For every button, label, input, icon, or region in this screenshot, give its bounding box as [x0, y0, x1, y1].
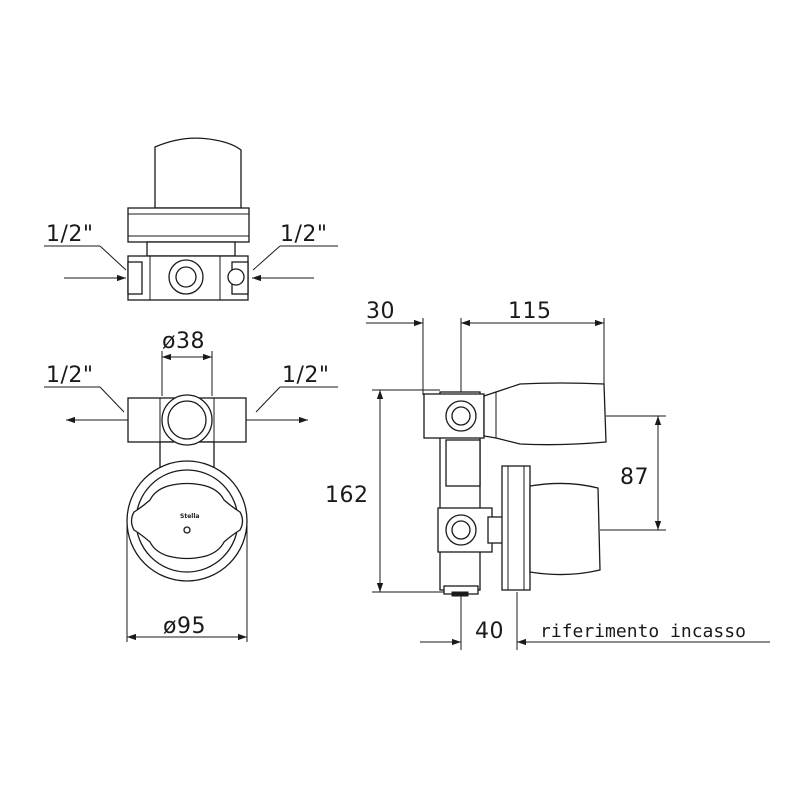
front-right-outlet-label: 1/2" [282, 363, 330, 388]
dim-87-label: 87 [620, 465, 649, 490]
front-left-outlet-label: 1/2" [46, 363, 94, 388]
dim-162-label: 162 [325, 483, 369, 508]
front-view: ø38 1/2" 1/2" Stella ø95 [44, 329, 338, 642]
plate-diameter-label: ø95 [163, 614, 206, 639]
dim-115-label: 115 [508, 299, 552, 324]
side-view-upper-handle [483, 382, 607, 446]
top-view-plate [127, 207, 250, 243]
side-view-lower-handle [529, 482, 601, 576]
dim-40-label: 40 [475, 619, 504, 644]
center-diameter-label: ø38 [162, 329, 205, 354]
front-view-handle [130, 482, 244, 560]
top-left-inlet-label: 1/2" [46, 222, 94, 247]
top-view: 1/2" 1/2" [44, 137, 338, 301]
top-right-inlet-label: 1/2" [280, 222, 328, 247]
dim-30-label: 30 [366, 299, 395, 324]
side-view-rosette [501, 465, 531, 591]
side-view: 30 115 162 [325, 299, 770, 650]
top-view-handle [154, 137, 242, 209]
front-view-logo: Stella [180, 513, 199, 520]
reference-label: riferimento incasso [540, 621, 746, 642]
